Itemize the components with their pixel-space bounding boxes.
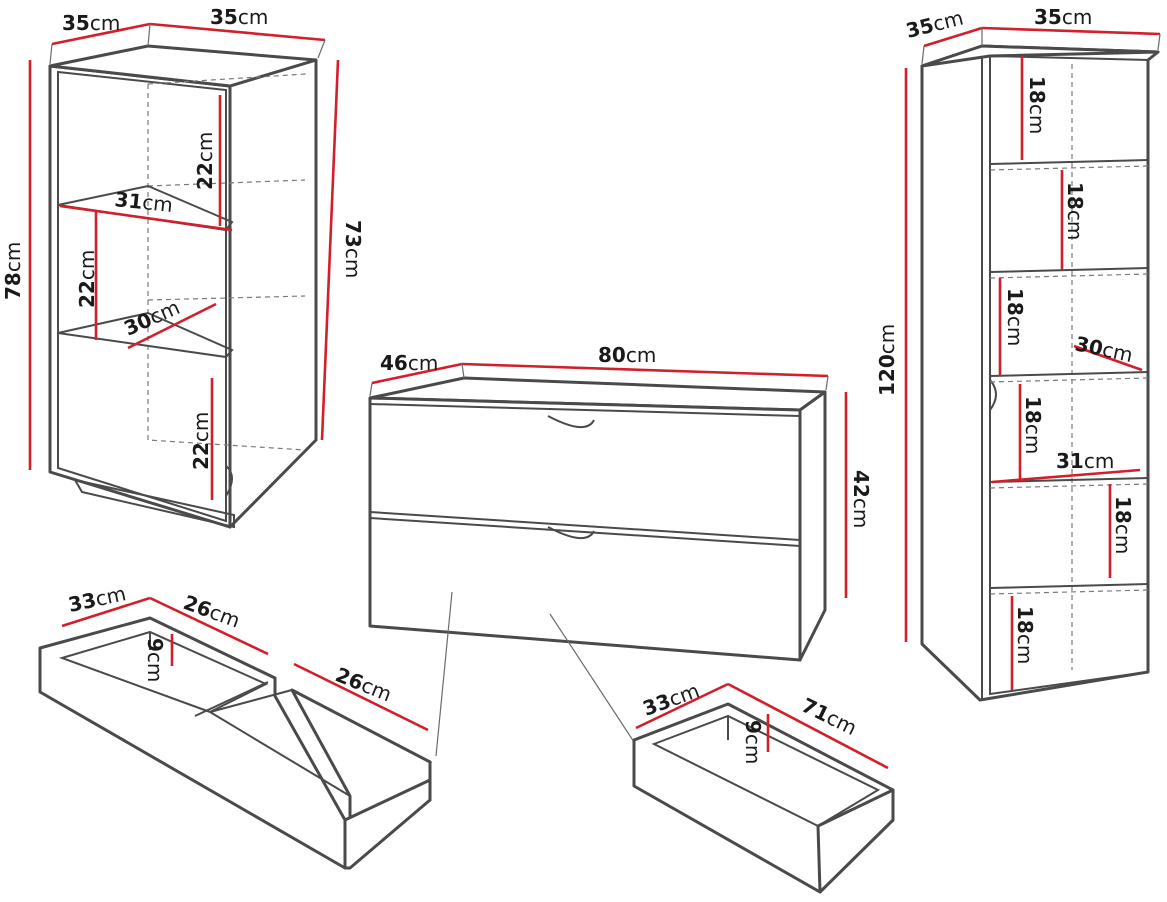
small-cabinet-height-inner-dim [320, 59, 340, 441]
small-cabinet-top-panel [48, 44, 318, 88]
right-drawer: 33cm 71cm 9cm [632, 678, 895, 894]
chest-depth-dim [371, 362, 463, 385]
chest-drawer-handle-top [547, 415, 595, 428]
right-drawer-width-dim [727, 682, 889, 770]
chest-drawer-handle-bottom [547, 526, 595, 539]
tall-cabinet-height-label: 120cm [875, 324, 899, 396]
small-cabinet-shelf-depth-dim [127, 302, 217, 350]
right-drawer-depth-dim [635, 682, 729, 730]
small-cabinet-depth-label: 35cm [62, 11, 120, 35]
left-drawer: 33cm 26cm 26cm 9cm [38, 581, 433, 870]
tall-cabinet-compartment-2-label: 18cm [1063, 182, 1087, 240]
tall-cabinet-depth-dim [923, 26, 983, 48]
small-cabinet-width-dim [149, 22, 326, 42]
small-cabinet: 35cm 35cm 78cm 73cm 22cm 31cm 22cm 30cm … [1, 5, 365, 529]
right-drawer-height-label: 9cm [741, 720, 765, 764]
tall-cabinet-compartment-1-label: 18cm [1025, 76, 1049, 134]
tall-cabinet-compartment-6-label: 18cm [1013, 606, 1037, 664]
left-drawer-height-label: 9cm [143, 638, 167, 682]
small-cabinet-width-label: 35cm [210, 5, 268, 29]
small-cabinet-shelf-width-label: 31cm [113, 187, 174, 217]
small-cabinet-height-inner-label: 73cm [341, 220, 365, 278]
left-drawer-width-a-dim [149, 596, 269, 656]
small-cabinet-mid-compartment-label: 22cm [75, 250, 99, 308]
small-cabinet-depth-dim [51, 22, 151, 46]
right-drawer-width-label: 71cm [798, 693, 861, 740]
small-cabinet-side-panel [228, 58, 318, 529]
tall-cabinet-compartment-4-label: 18cm [1021, 396, 1045, 454]
tall-cabinet-top-panel [920, 44, 1160, 68]
left-drawer-width-b-dim [293, 662, 429, 732]
small-cabinet-height-outer-label: 78cm [1, 242, 25, 300]
tall-cabinet-shelf-width-label: 31cm [1056, 449, 1114, 473]
chest-width-label: 80cm [598, 343, 656, 367]
chest-side-panel [798, 390, 827, 662]
left-drawer-body [38, 616, 347, 870]
small-cabinet-top-compartment-label: 22cm [193, 132, 217, 190]
tall-cabinet-width-label: 35cm [1034, 5, 1092, 29]
left-drawer-depth-dim [61, 596, 151, 628]
tall-cabinet-shelf-depth-dim [1073, 344, 1143, 372]
tall-cabinet-compartment-3-label: 18cm [1003, 288, 1027, 346]
tall-cabinet-compartment-5-label: 18cm [1111, 496, 1135, 554]
chest-front [368, 396, 802, 662]
right-drawer-depth-label: 33cm [640, 678, 703, 721]
tall-cabinet-width-dim [981, 26, 1161, 36]
small-cabinet-shelf-width-dim [59, 204, 233, 232]
chest-height-label: 42cm [849, 470, 873, 528]
chest-depth-label: 46cm [380, 351, 438, 375]
tall-cabinet-shelf-width-dim [991, 468, 1141, 484]
tall-cabinet: 35cm 35cm 120cm 18cm 18cm 18cm 30cm 18cm… [875, 5, 1161, 702]
tall-cabinet-depth-label: 35cm [903, 5, 965, 42]
left-drawer-depth-label: 33cm [66, 581, 128, 617]
chest-width-dim [461, 362, 829, 378]
chest-of-drawers: 46cm 80cm 42cm [368, 343, 873, 757]
left-drawer-width-b-label: 26cm [332, 662, 395, 706]
small-cabinet-shelf-2 [57, 311, 234, 359]
small-cabinet-bottom-compartment-label: 22cm [189, 412, 213, 470]
